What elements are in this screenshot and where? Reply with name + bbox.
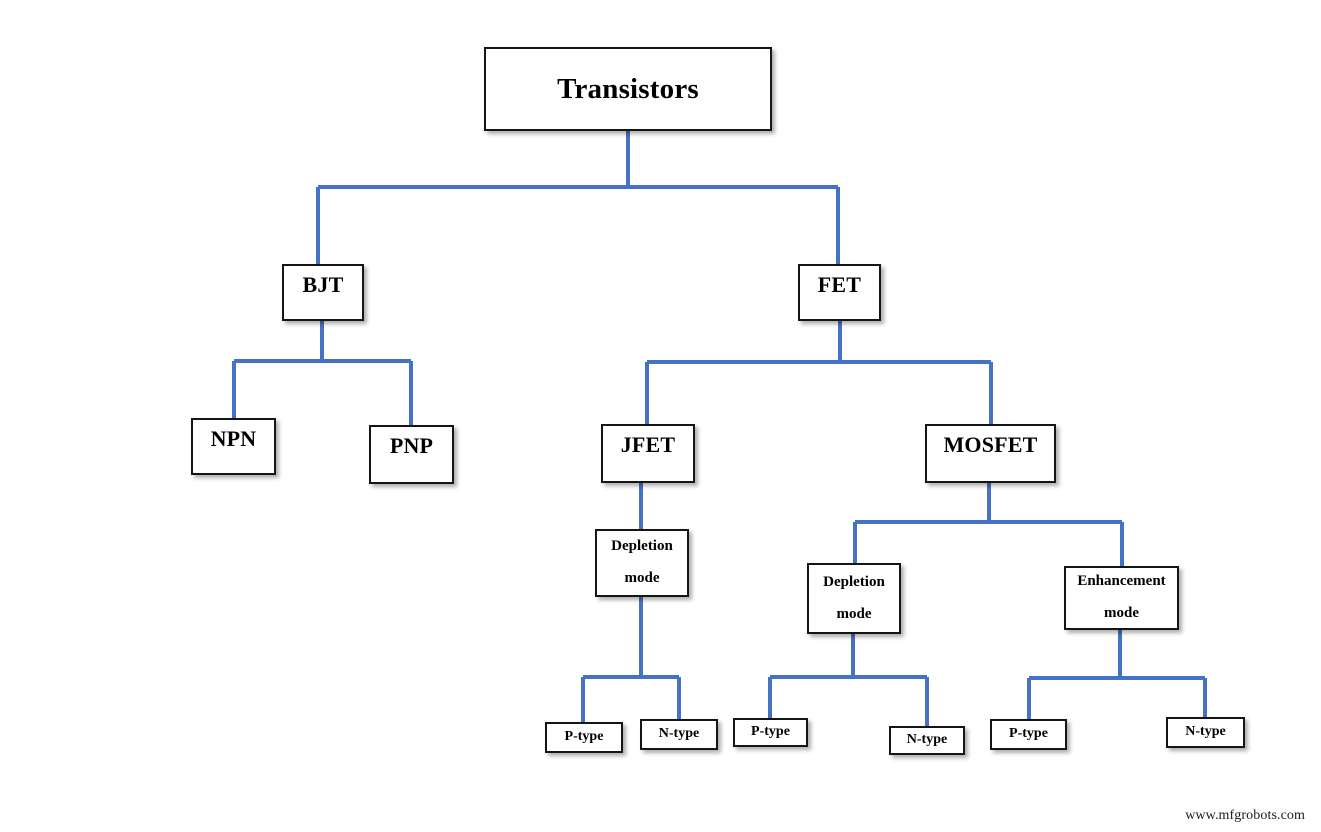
node-mosfet-depletion-n-type[interactable]: N-type (889, 726, 965, 755)
node-mosfet-enhancement-mode-line2: mode (1104, 605, 1139, 621)
node-mosfet-enhancement-n-type[interactable]: N-type (1166, 717, 1245, 748)
node-mosfet-depletion-mode[interactable]: Depletion mode (807, 563, 901, 634)
node-jfet-depletion-p-type-label: P-type (564, 729, 604, 745)
node-mosfet-depletion-mode-line2: mode (836, 605, 872, 622)
node-mosfet-enhancement-p-type-label: P-type (1009, 726, 1048, 742)
node-npn-label: NPN (210, 426, 257, 451)
node-jfet-label: JFET (620, 432, 676, 457)
node-jfet-depletion-n-type[interactable]: N-type (640, 719, 718, 750)
node-jfet-depletion-mode-line2: mode (624, 570, 660, 586)
node-mosfet-depletion-p-type-label: P-type (751, 724, 790, 740)
node-mosfet-enhancement-p-type[interactable]: P-type (990, 719, 1067, 750)
node-jfet[interactable]: JFET (601, 424, 695, 483)
node-mosfet-depletion-n-type-label: N-type (906, 732, 948, 748)
node-bjt-label: BJT (302, 272, 344, 297)
node-pnp-label: PNP (389, 433, 434, 458)
watermark-text: www.mfgrobots.com (1185, 808, 1305, 823)
node-npn[interactable]: NPN (191, 418, 276, 475)
node-fet[interactable]: FET (798, 264, 881, 321)
node-transistors[interactable]: Transistors (484, 47, 772, 131)
node-mosfet-enhancement-n-type-label: N-type (1185, 724, 1226, 740)
node-jfet-depletion-mode[interactable]: Depletion mode (595, 529, 689, 597)
node-mosfet-label: MOSFET (943, 432, 1038, 457)
node-jfet-depletion-p-type[interactable]: P-type (545, 722, 623, 753)
node-mosfet-depletion-p-type[interactable]: P-type (733, 718, 808, 747)
node-jfet-depletion-n-type-label: N-type (658, 726, 700, 742)
node-fet-label: FET (817, 272, 862, 297)
node-mosfet-enhancement-mode[interactable]: Enhancement mode (1064, 566, 1179, 630)
node-mosfet[interactable]: MOSFET (925, 424, 1056, 483)
node-jfet-depletion-mode-line1: Depletion (611, 538, 673, 555)
node-mosfet-depletion-mode-line1: Depletion (823, 573, 885, 590)
node-bjt[interactable]: BJT (282, 264, 364, 321)
node-mosfet-enhancement-mode-line1: Enhancement (1077, 573, 1166, 590)
node-pnp[interactable]: PNP (369, 425, 454, 484)
node-transistors-label: Transistors (557, 72, 699, 105)
